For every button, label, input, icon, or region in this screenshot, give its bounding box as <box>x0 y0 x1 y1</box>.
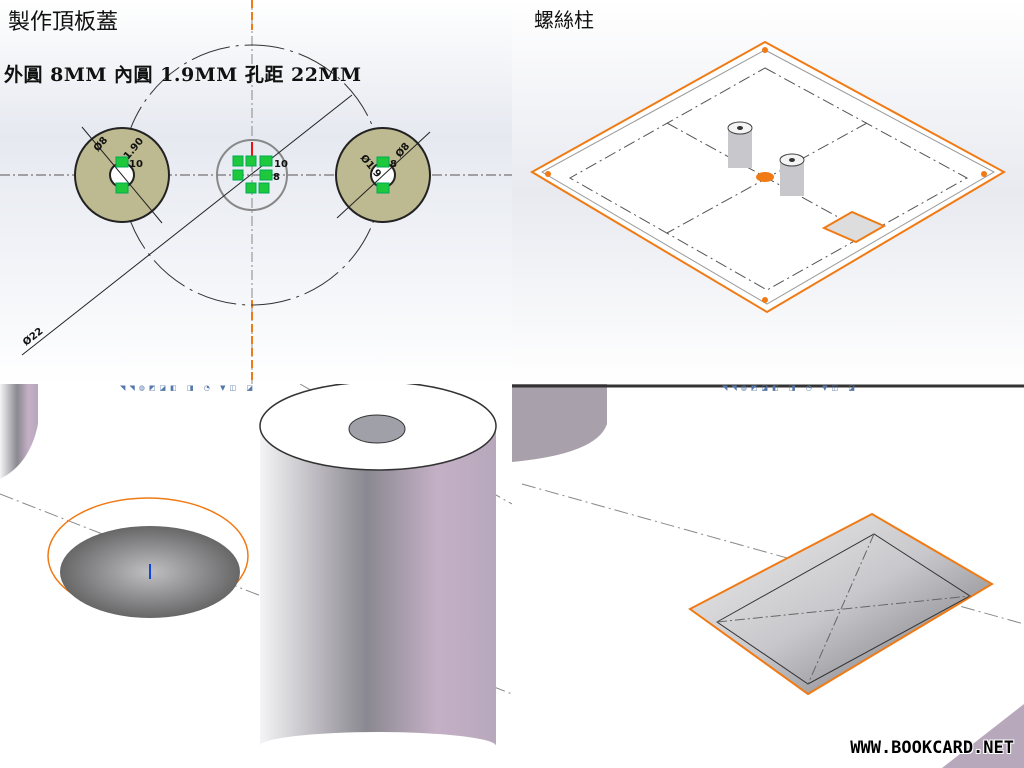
pitch-dimension-line <box>21 94 353 356</box>
panel-title: 螺絲柱 <box>534 8 594 32</box>
pocket[interactable] <box>688 512 994 696</box>
standoff-edge <box>512 384 607 462</box>
standoff-closeup-panel: ◥◥◍◩◪◧ ◨ ◔ ▼◫ ◪ <box>0 384 512 768</box>
relation-label: 10 <box>129 159 143 170</box>
pitch-dim[interactable]: Ø22 <box>20 325 45 348</box>
watermark: WWW.BOOKCARD.NET <box>850 738 1014 758</box>
view-toolbar[interactable]: ◥◥◍◩◪◧ ◨ ◔ ▼◫ ◪ <box>722 384 859 392</box>
standoff[interactable] <box>728 128 752 168</box>
center-circle[interactable] <box>216 139 288 211</box>
model-canvas[interactable] <box>512 0 1024 384</box>
sketch-panel: Ø8 1.90 10 10 8 8 Ø1.9 Ø8 Ø22 製作頂板蓋 外圓 8… <box>0 0 512 384</box>
model-canvas[interactable] <box>512 384 1024 768</box>
standoff-cylinder[interactable] <box>260 426 496 746</box>
plate-edge <box>942 704 1024 768</box>
relation-label: 8 <box>273 172 280 183</box>
pocket[interactable] <box>821 210 887 244</box>
plate-iso-panel: 螺絲柱 <box>512 0 1024 384</box>
relation-label: 10 <box>274 159 288 170</box>
sketch-canvas[interactable]: Ø8 1.90 10 10 8 8 Ø1.9 Ø8 Ø22 <box>0 0 512 384</box>
relation-icons[interactable] <box>115 155 390 194</box>
panel-title: 製作頂板蓋 <box>8 10 119 35</box>
selected-hole[interactable] <box>756 172 774 182</box>
relation-label: 8 <box>390 159 397 170</box>
corner-holes <box>545 47 987 303</box>
view-toolbar[interactable]: ◥◥◍◩◪◧ ◨ ◔ ▼◫ ◪ <box>120 384 257 392</box>
pocket-closeup-panel: ◥◥◍◩◪◧ ◨ ◔ ▼◫ ◪ <box>512 384 1024 768</box>
plate-edge <box>0 384 38 479</box>
standoff-hole[interactable] <box>348 414 406 444</box>
panel-subtitle: 外圓 8MM 內圓 1.9MM 孔距 22MM <box>4 64 362 86</box>
model-canvas[interactable] <box>0 384 512 768</box>
